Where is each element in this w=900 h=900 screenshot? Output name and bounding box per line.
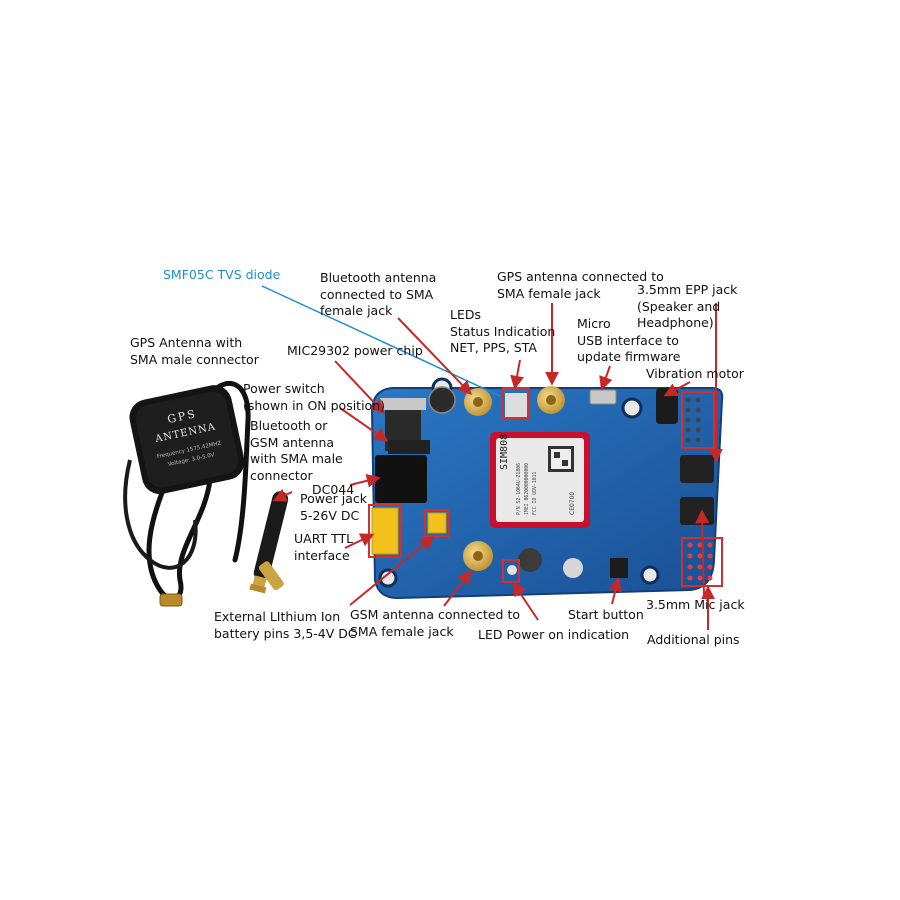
label-bt-sma-jack: Bluetooth antenna connected to SMA femal… [320, 270, 437, 318]
dc-power-jack [375, 455, 427, 503]
highlight-uart [368, 504, 402, 558]
arrow-micro-usb [599, 365, 613, 391]
label-mic-jack: 3.5mm Mic jack [646, 597, 745, 612]
label-micro-usb: Micro USB interface to update firmware [577, 316, 681, 364]
gsm-sma-jack [463, 541, 493, 571]
vibration-motor [656, 388, 678, 424]
power-switch [388, 440, 430, 454]
label-vibration-motor: Vibration motor [646, 366, 744, 381]
label-led-power: LED Power on indication [478, 627, 630, 642]
sim808-pcb: SIM808 P/N S2-1064U-Z1806 IMEI 862000000… [370, 377, 724, 600]
arrow-bt-gsm-antenna [272, 488, 293, 502]
arrow-start-button [608, 577, 623, 605]
label-ext-battery: External LIthium Ion battery pins 3,5-4V… [214, 609, 357, 641]
arrow-power-switch [339, 407, 389, 442]
mount-hole [621, 397, 643, 419]
right-pin-header [685, 397, 701, 443]
label-uart: UART TTL interface [294, 531, 354, 563]
label-tvs-diode: SMF05C TVS diode [163, 267, 281, 282]
gps-antenna: GPS ANTENNA Frequency 1575.42MHZ Voltage… [123, 381, 251, 607]
uart-header [371, 507, 399, 555]
battery-header [427, 512, 447, 534]
arrow-leds [510, 359, 524, 390]
label-power-switch: Power switch (shown in ON position) [243, 381, 385, 413]
highlight-led-power [502, 559, 520, 583]
arrow-gsm-sma [443, 569, 472, 607]
label-leds: LEDs Status Indication NET, PPS, STA [450, 307, 556, 355]
module-chip-name: SIM808 [499, 434, 510, 470]
antenna-cable-loop [123, 459, 198, 570]
gps-sma-jack [537, 386, 565, 414]
arrow-ext-battery [349, 536, 435, 606]
module-chip-text-2: IMEI 8620000000000 [524, 463, 530, 515]
module-chip-text-3: FCC ID UDV-1011 [532, 472, 538, 515]
label-gsm-sma-jack: GSM antenna connected to SMA female jack [350, 607, 521, 639]
label-epp-jack: 3.5mm EPP jack (Speaker and Headphone) [637, 282, 738, 330]
micro-usb-port [589, 389, 617, 405]
arrow-vibration-motor [663, 381, 691, 397]
stub-antenna [249, 491, 289, 594]
label-dc044: DC044 [312, 482, 355, 497]
module-chip-text-1: P/N S2-1064U-Z1806 [516, 463, 522, 515]
mic-jack [680, 497, 714, 525]
sim808-module: SIM808 P/N S2-1064U-Z1806 IMEI 862000000… [490, 432, 590, 528]
antenna-puck: GPS ANTENNA Frequency 1575.42MHZ Voltage… [129, 385, 245, 494]
epp-jack [680, 455, 714, 483]
module-ce-mark: CE0700 [569, 492, 576, 515]
arrow-led-power [512, 581, 539, 621]
tvs-diode-leader [261, 285, 501, 397]
arrow-power-chip [334, 360, 385, 415]
label-additional-pins: Additional pins [647, 632, 740, 647]
label-gps-sma-jack: GPS antenna connected to SMA female jack [497, 269, 664, 301]
label-power-chip: MIC29302 power chip [287, 343, 423, 358]
arrow-uart [344, 533, 375, 549]
power-led [507, 565, 517, 575]
label-gps-antenna: GPS Antenna with SMA male connector [130, 335, 259, 367]
arrow-mic-jack [695, 509, 710, 597]
mount-hole [378, 568, 398, 588]
capacitor [428, 386, 456, 414]
label-power-jack: Power jack 5-26V DC [300, 491, 368, 523]
leader-arrows [272, 303, 723, 630]
highlight-epp-pins [681, 391, 715, 449]
antenna-label-line-1: GPS [166, 407, 198, 426]
buzzer [518, 548, 542, 572]
status-leds [505, 393, 527, 417]
label-bt-gsm-antenna: Bluetooth or GSM antenna with SMA male c… [250, 418, 343, 483]
arrow-dc044 [349, 473, 381, 488]
mount-hole [640, 565, 660, 585]
highlight-battery [424, 509, 450, 537]
start-button [610, 558, 628, 578]
sma-male-connector [159, 593, 183, 607]
arrow-bt-sma [397, 317, 472, 396]
additional-pin-header [687, 542, 713, 581]
label-start-button: Start button [568, 607, 644, 622]
